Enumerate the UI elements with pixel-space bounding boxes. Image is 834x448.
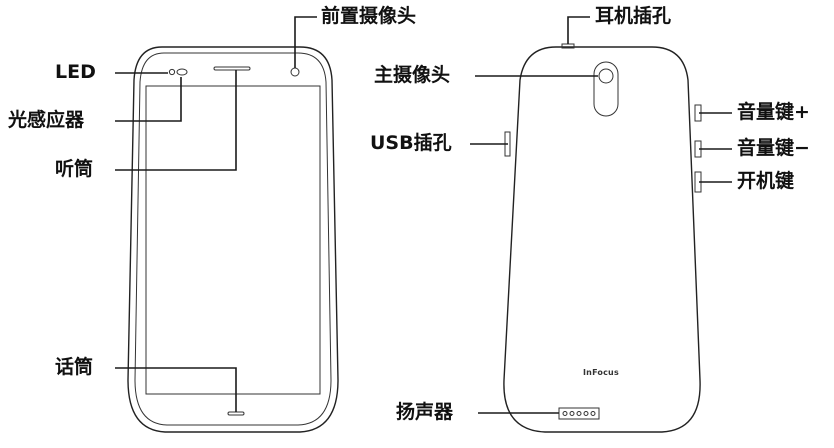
label-front-camera: 前置摄像头: [321, 5, 417, 27]
main-camera-lens: [598, 68, 614, 84]
back-phone-body: [503, 46, 701, 433]
label-volume-down: 音量键−: [737, 137, 810, 159]
label-earpiece: 听筒: [55, 158, 94, 180]
leader-front-camera: [294, 16, 317, 68]
light-sensor-window: [176, 68, 188, 76]
label-microphone: 话筒: [55, 356, 94, 378]
earpiece-slot: [213, 66, 251, 71]
label-speaker: 扬声器: [396, 401, 454, 423]
led-indicator: [168, 68, 176, 76]
label-headphone-jack: 耳机插孔: [595, 5, 672, 27]
label-light-sensor: 光感应器: [8, 109, 85, 131]
leader-microphone: [115, 367, 237, 412]
leader-earpiece: [115, 70, 237, 171]
label-led: LED: [55, 61, 96, 83]
main-camera-housing: [593, 61, 619, 117]
leader-headphone-jack: [567, 16, 590, 44]
leader-light-sensor: [115, 77, 182, 122]
label-main-camera: 主摄像头: [374, 64, 451, 86]
brand-logo: InFocus: [583, 368, 619, 377]
front-phone: [127, 46, 339, 433]
label-usb-port: USB插孔: [370, 132, 452, 154]
front-screen: [145, 85, 321, 395]
label-volume-up: 音量键+: [737, 101, 810, 123]
front-phone-body: [127, 46, 339, 433]
label-power-key: 开机键: [737, 170, 795, 192]
